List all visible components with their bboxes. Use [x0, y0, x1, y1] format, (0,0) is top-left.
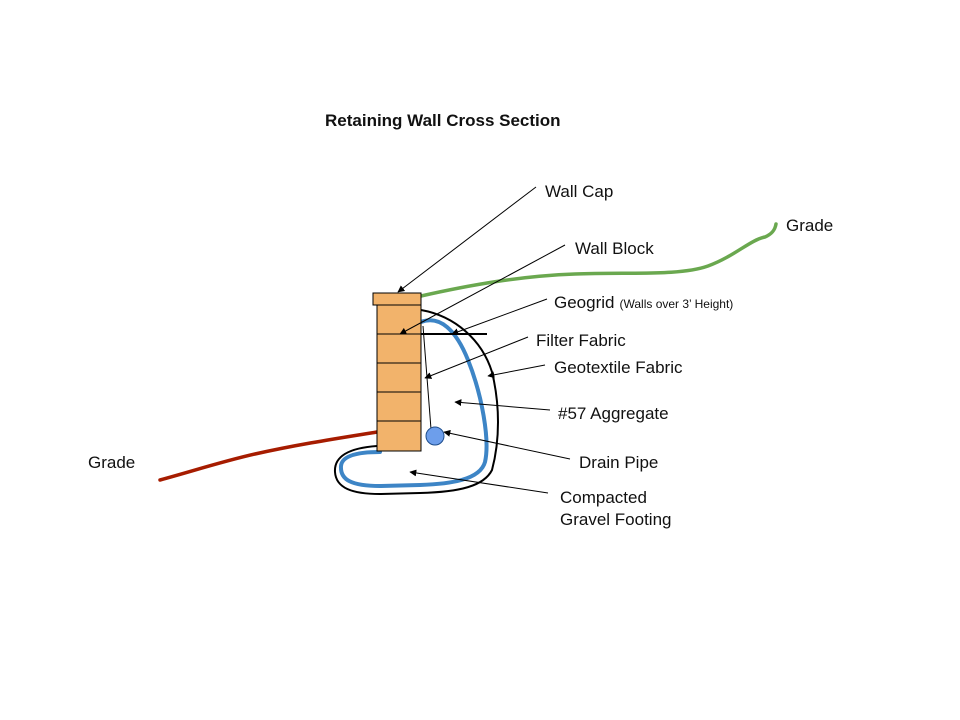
- leader-wall-block: [399, 244, 566, 335]
- leader-lines: [397, 186, 571, 494]
- filter-fabric-line: [422, 325, 433, 443]
- label-grade-left: Grade: [88, 453, 135, 472]
- leader-aggregate: [454, 399, 551, 411]
- leader-footing: [409, 469, 549, 494]
- label-footing-line2: Gravel Footing: [560, 510, 672, 529]
- label-grade-right: Grade: [786, 216, 833, 235]
- drain-pipe: [425, 426, 445, 446]
- leader-geogrid: [451, 298, 548, 336]
- wall-block: [376, 362, 422, 393]
- grade-line-left: [158, 430, 379, 482]
- wall-cap: [372, 292, 422, 306]
- leader-wall-cap: [397, 186, 537, 293]
- label-geogrid-main: Geogrid: [554, 293, 614, 312]
- diagram-title: Retaining Wall Cross Section: [325, 111, 561, 130]
- label-filter-fabric: Filter Fabric: [536, 331, 626, 350]
- wall-block: [376, 304, 422, 335]
- wall-blocks: [376, 304, 422, 452]
- label-footing-line1: Compacted: [560, 488, 647, 507]
- leader-filter-fabric: [424, 336, 529, 379]
- label-wall-block: Wall Block: [575, 239, 654, 258]
- leader-drain-pipe: [443, 429, 571, 460]
- wall-block: [376, 391, 422, 422]
- label-aggregate: #57 Aggregate: [558, 404, 669, 423]
- label-geogrid: Geogrid (Walls over 3’ Height): [554, 293, 733, 312]
- grade-line-right: [419, 222, 778, 298]
- wall-block: [376, 420, 422, 452]
- label-geotextile-fabric: Geotextile Fabric: [554, 358, 683, 377]
- leader-geotextile-fabric: [487, 364, 546, 379]
- label-geogrid-note: (Walls over 3’ Height): [619, 297, 733, 311]
- geotextile-fabric: [338, 318, 489, 489]
- label-drain-pipe: Drain Pipe: [579, 453, 658, 472]
- wall-block: [376, 333, 422, 364]
- label-wall-cap: Wall Cap: [545, 182, 613, 201]
